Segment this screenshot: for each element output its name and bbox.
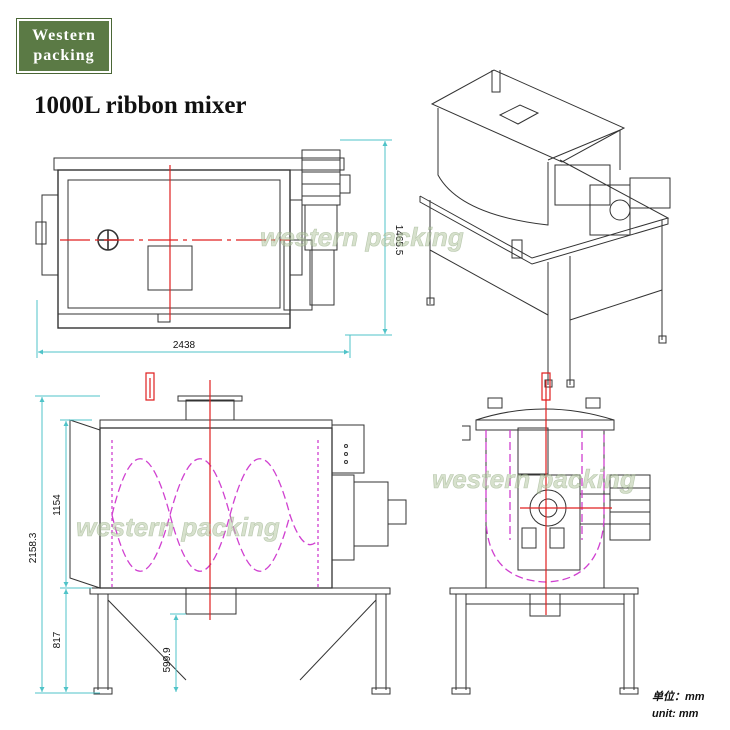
dim-top-width: 2438 bbox=[173, 340, 196, 351]
dim-front-stand-height: 817 bbox=[52, 631, 63, 648]
watermark-top: western packing bbox=[260, 222, 464, 252]
dim-front-tank-height: 1154 bbox=[52, 494, 63, 516]
top-view bbox=[35, 149, 351, 329]
dim-top-height: 1465.5 bbox=[393, 225, 404, 256]
front-view-ribbon bbox=[111, 440, 319, 590]
top-view-dimensions bbox=[36, 139, 392, 358]
side-view-ribbon bbox=[485, 430, 605, 583]
front-view bbox=[69, 395, 407, 695]
dim-front-total-height: 2158.3 bbox=[28, 532, 39, 563]
top-view-axes bbox=[60, 165, 290, 320]
front-view-axes bbox=[145, 372, 211, 620]
watermark-side: western packing bbox=[432, 464, 636, 494]
unit-label-en: unit: mm bbox=[652, 708, 699, 720]
watermark-front: western packing bbox=[76, 512, 280, 542]
dim-front-outlet-height: 599.9 bbox=[162, 647, 173, 672]
front-view-dimensions bbox=[35, 395, 186, 694]
logo-line-2: packing bbox=[33, 47, 95, 64]
drawing-title: 1000L ribbon mixer bbox=[34, 92, 247, 119]
side-view-axes bbox=[520, 372, 612, 615]
logo-line-1: Western bbox=[32, 27, 96, 44]
isometric-view bbox=[419, 69, 671, 388]
unit-label-cn: 单位：mm bbox=[652, 691, 705, 703]
company-logo: Western packing bbox=[16, 18, 112, 74]
side-view bbox=[449, 397, 651, 695]
